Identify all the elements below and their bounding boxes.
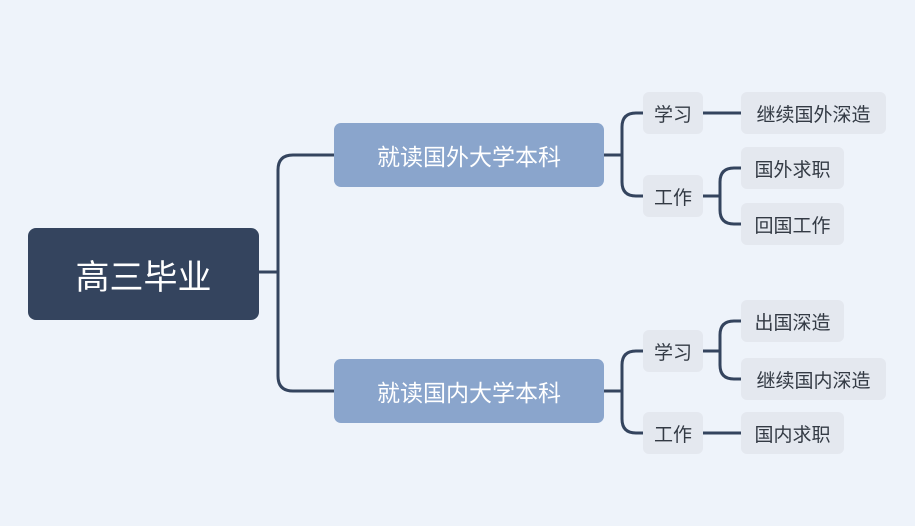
connector-b2-work [620,389,645,435]
connector-root-branch-2 [276,270,336,393]
node-abroad-work-job[interactable]: 国外求职 [741,147,844,189]
node-domestic-work[interactable]: 工作 [643,412,703,454]
node-label: 学习 [653,341,692,364]
node-label: 学习 [653,103,692,126]
root-label: 高三毕业 [75,257,212,298]
node-abroad-study-continue[interactable]: 继续国外深造 [741,92,886,134]
connector-root-branch-1 [276,153,336,274]
node-domestic-study-abroad[interactable]: 出国深造 [741,300,844,342]
node-domestic-study[interactable]: 学习 [643,330,703,372]
node-domestic-study-continue[interactable]: 继续国内深造 [741,358,886,400]
branch-label: 就读国内大学本科 [377,381,561,407]
connector-b1-work-leaf-1 [718,166,743,198]
root-node[interactable]: 高三毕业 [28,228,259,320]
node-abroad-work[interactable]: 工作 [643,175,703,217]
branch-label: 就读国外大学本科 [377,145,561,171]
node-label: 出国深造 [754,311,831,334]
node-domestic-work-job[interactable]: 国内求职 [741,412,844,454]
node-abroad-study[interactable]: 学习 [643,92,703,134]
node-label: 国外求职 [754,158,831,181]
node-label: 国内求职 [754,423,831,446]
node-abroad-work-return[interactable]: 回国工作 [741,203,844,245]
branch-node-domestic[interactable]: 就读国内大学本科 [334,359,604,423]
connector-b2-study [620,349,645,393]
connector-b1-work [620,153,645,198]
node-label: 继续国外深造 [756,103,871,126]
node-label: 继续国内深造 [756,369,871,392]
connector-b2-study-leaf-1 [718,319,743,353]
connector-b1-study [620,111,645,157]
node-label: 工作 [653,186,692,209]
connector-b2-study-leaf-2 [718,349,743,381]
connector-b1-work-leaf-2 [718,194,743,226]
node-label: 回国工作 [754,214,831,237]
node-label: 工作 [653,423,692,446]
branch-node-abroad[interactable]: 就读国外大学本科 [334,123,604,187]
